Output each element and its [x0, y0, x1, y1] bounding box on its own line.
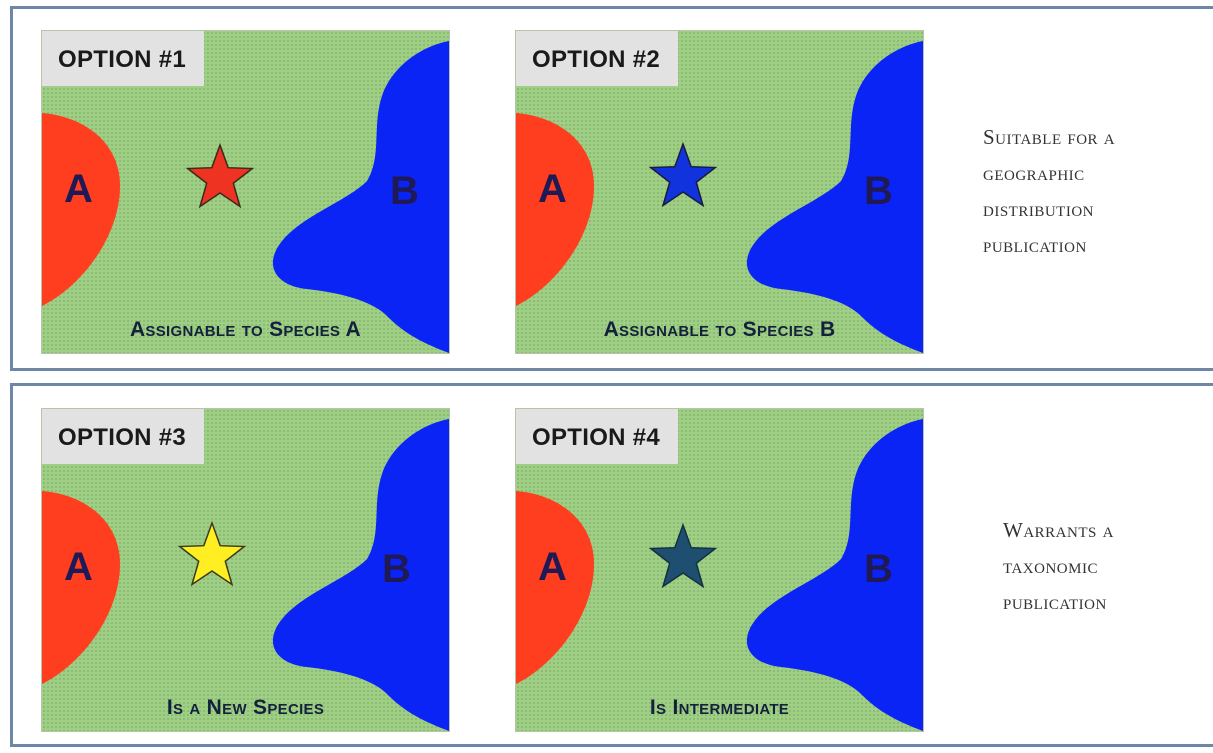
option-title: OPTION #1	[42, 31, 205, 86]
note-line: publication	[983, 233, 1087, 257]
region-a-shape	[42, 113, 120, 306]
panel-caption: Assignable to Species B	[603, 318, 836, 341]
row-frame-geographic: A B OPTION #1 Assignable to Species A A …	[10, 6, 1213, 371]
note-line: taxonomic	[1003, 554, 1098, 578]
panel-caption: Is Intermediate	[649, 696, 790, 719]
map-figure	[516, 41, 923, 353]
note-geographic: Suitable for a geographic distribution p…	[983, 119, 1115, 263]
row-frame-taxonomic: A B OPTION #3 Is a New Species A B OPTIO…	[10, 383, 1213, 747]
specimen-star	[185, 142, 255, 209]
region-b-label: B	[382, 547, 411, 591]
option-title: OPTION #4	[516, 409, 679, 464]
panel-option-4: A B OPTION #4 Is Intermediate	[515, 408, 924, 732]
region-b-shape	[746, 419, 923, 731]
region-a-label: A	[538, 545, 567, 589]
region-a-label: A	[64, 545, 93, 589]
note-line: distribution	[983, 197, 1094, 221]
note-line: publication	[1003, 590, 1107, 614]
specimen-star	[648, 141, 718, 208]
region-a-shape	[516, 113, 594, 306]
specimen-star	[177, 520, 247, 587]
panel-option-1: A B OPTION #1 Assignable to Species A	[41, 30, 450, 354]
option-title: OPTION #3	[42, 409, 205, 464]
map-figure	[42, 419, 449, 731]
panel-caption: Assignable to Species A	[129, 318, 362, 341]
specimen-star	[648, 522, 718, 589]
region-b-shape	[746, 41, 923, 353]
map-figure	[42, 41, 449, 353]
region-a-shape	[516, 491, 594, 684]
note-taxonomic: Warrants a taxonomic publication	[1003, 512, 1114, 620]
region-a-shape	[42, 491, 120, 684]
region-a-label: A	[64, 167, 93, 211]
note-line: geographic	[983, 161, 1085, 185]
note-line: Warrants a	[1003, 518, 1114, 542]
panel-caption: Is a New Species	[166, 696, 325, 719]
panel-option-2: A B OPTION #2 Assignable to Species B	[515, 30, 924, 354]
region-b-label: B	[864, 547, 893, 591]
region-b-shape	[272, 419, 449, 731]
region-b-label: B	[390, 169, 419, 213]
region-a-label: A	[538, 167, 567, 211]
region-b-label: B	[864, 169, 893, 213]
option-title: OPTION #2	[516, 31, 679, 86]
region-b-shape	[272, 41, 449, 353]
panel-option-3: A B OPTION #3 Is a New Species	[41, 408, 450, 732]
note-line: Suitable for a	[983, 125, 1116, 149]
map-figure	[516, 419, 923, 731]
